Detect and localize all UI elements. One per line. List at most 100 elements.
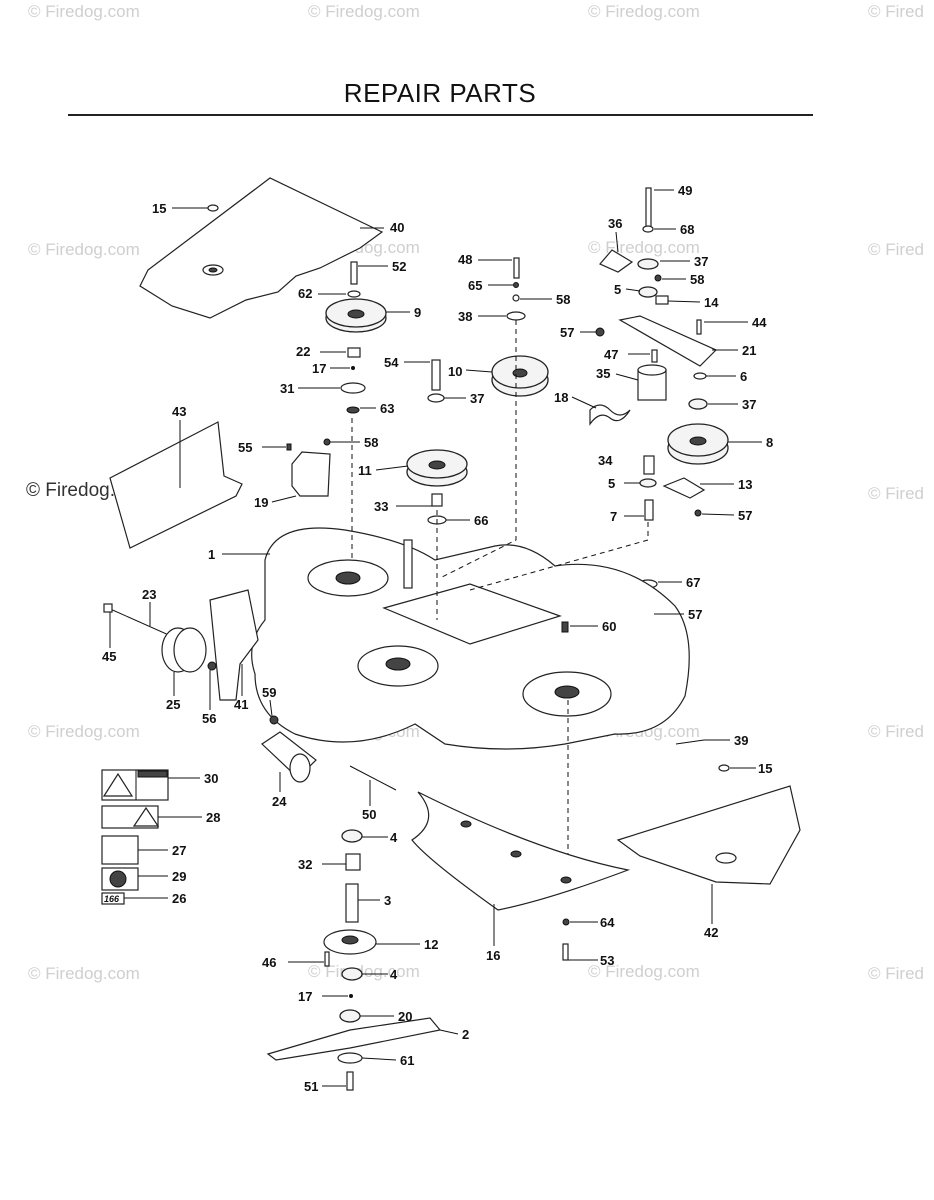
callout-57-a: 57 [560,325,574,340]
callout-43: 43 [172,404,186,419]
page-title: REPAIR PARTS [343,78,537,108]
part-15-bolt [207,204,219,212]
part-39-bolt [675,739,705,745]
part-16-baffle [411,791,631,911]
callout-34: 34 [598,453,613,468]
callout-35: 35 [596,366,610,381]
part-17-ring-b [349,994,353,998]
callout-40: 40 [390,220,404,235]
callout-58-b: 58 [556,292,570,307]
part-56-nut [207,661,217,671]
callout-9: 9 [414,305,421,320]
callout-37-c: 37 [742,397,756,412]
part-62-washer [347,290,361,298]
callout-27: 27 [172,843,186,858]
callout-14: 14 [704,295,719,310]
callout-37-b: 37 [694,254,708,269]
part-58-nut [323,438,331,446]
part-14-pin [655,295,669,305]
part-60-bolt [561,621,569,633]
part-6-washer [693,372,707,380]
callout-41: 41 [234,697,248,712]
part-15-bolt-b [718,764,730,772]
callout-59: 59 [262,685,276,700]
guide-dash [469,522,649,591]
watermark: © Firedog.com [28,2,140,21]
part-61-washer [337,1052,363,1064]
part-33-hub [431,493,443,507]
watermark: © Firedog.com [308,2,420,21]
watermark: © Firedog.com [28,722,140,741]
part-18-spring [589,404,631,426]
part-44-bolt [696,319,702,335]
watermark: © Firedog.com [308,962,420,981]
part-42-shield [616,785,801,885]
callout-13: 13 [738,477,752,492]
callout-45: 45 [102,649,116,664]
callout-18: 18 [554,390,568,405]
watermark: © Firedog.com [28,240,140,259]
watermark: © Fired [868,964,924,983]
callout-29: 29 [172,869,186,884]
part-4-bearing-a [341,829,363,843]
part-13-plate [662,477,706,499]
callout-37-a: 37 [470,391,484,406]
callout-50: 50 [362,807,376,822]
deck-center-plate [382,583,562,645]
callout-58: 58 [364,435,378,450]
callout-17-b: 17 [298,989,312,1004]
callout-53: 53 [600,953,614,968]
callout-3: 3 [384,893,391,908]
watermark: © Fired [868,722,924,741]
part-54-bolt [431,359,441,391]
callout-5-a: 5 [614,282,621,297]
callout-19: 19 [254,495,268,510]
part-48-bolt [513,257,520,279]
watermark: © Fired [868,484,924,503]
deck-post [403,539,413,589]
part-4-bearing-b [341,967,363,981]
callout-1: 1 [208,547,215,562]
callout-46: 46 [262,955,276,970]
part-20-bearing [339,1009,361,1023]
callout-58-c: 58 [690,272,704,287]
callout-7: 7 [610,509,617,524]
callout-68: 68 [680,222,694,237]
callout-5-b: 5 [608,476,615,491]
callout-51: 51 [304,1079,318,1094]
part-41-bracket [209,589,259,701]
watermark: © Firedog.com [28,964,140,983]
callout-4-a: 4 [390,830,398,845]
watermark: © Fired [868,240,924,259]
part-68-washer [642,225,654,233]
callout-20: 20 [398,1009,412,1024]
callout-67: 67 [686,575,700,590]
callout-6: 6 [740,369,747,384]
guide-dash [439,320,517,579]
callout-17: 17 [312,361,326,376]
callout-15-b: 15 [758,761,772,776]
part-26-decal-text: 166 [104,894,120,904]
part-19-bracket [291,451,331,497]
callout-44: 44 [752,315,767,330]
callout-66: 66 [474,513,488,528]
part-58-nut-b [512,294,520,302]
callout-21: 21 [742,343,756,358]
part-22-spacer [347,347,361,358]
watermark: © Firedog.com [588,962,700,981]
part-37-bearing-a [427,393,445,403]
part-49-bolt [645,187,652,229]
callout-56: 56 [202,711,216,726]
callout-31: 31 [280,381,294,396]
title-rule [68,114,813,116]
part-47-pin [651,349,658,363]
part-7-shaft [644,499,654,521]
part-34-spacer [643,455,655,475]
part-43-shield [109,421,243,549]
callout-54: 54 [384,355,399,370]
callout-63: 63 [380,401,394,416]
part-59-nut [269,715,279,725]
part-32-spacer [345,853,361,871]
part-52-bolt [350,261,358,285]
callout-57-c: 57 [688,607,702,622]
